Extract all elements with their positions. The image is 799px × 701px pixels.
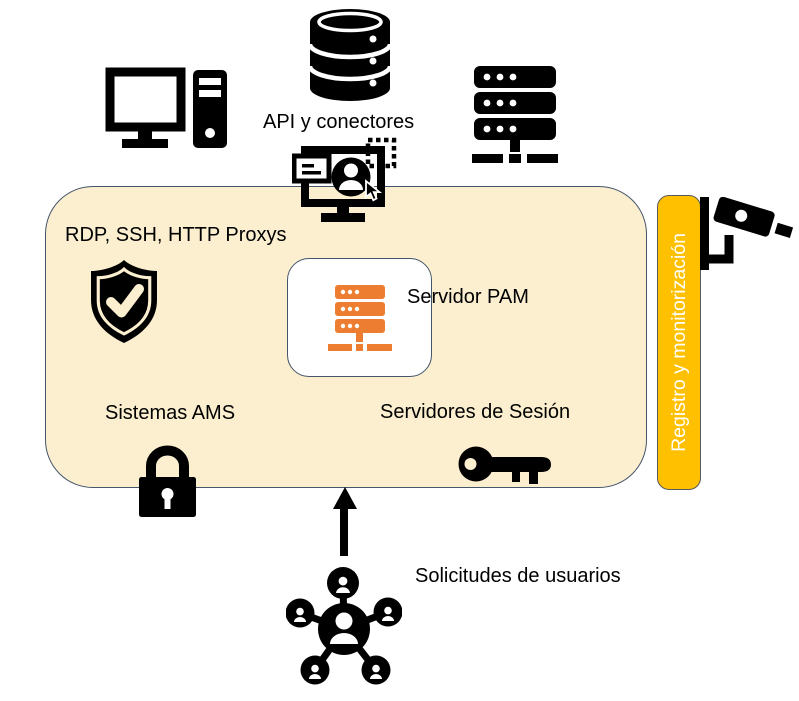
ams-systems-label: Sistemas AMS <box>105 402 236 424</box>
session-servers-label: Servidores de Sesión <box>380 401 571 423</box>
pam-server-box <box>287 258 432 377</box>
user-requests-label: Solicitudes de usuarios <box>415 565 621 587</box>
logging-monitoring-label: Registro y monitorización <box>667 233 690 452</box>
cctv-camera-icon <box>698 197 796 275</box>
up-arrow-icon <box>333 487 357 509</box>
key-icon <box>458 444 552 488</box>
users-network-icon <box>286 566 402 688</box>
monitor-user-access-icon <box>292 137 398 227</box>
up-arrow-shaft <box>340 508 348 556</box>
logging-monitoring-bar: Registro y monitorización <box>657 195 701 490</box>
api-connectors-label: API y conectores <box>263 111 415 133</box>
database-icon <box>308 6 392 104</box>
pam-server-label: Servidor PAM <box>407 286 529 308</box>
pam-server-icon <box>327 284 392 351</box>
proxys-label: RDP, SSH, HTTP Proxys <box>65 224 287 246</box>
shield-check-icon <box>88 258 160 344</box>
server-rack-icon <box>472 66 558 164</box>
desktop-computer-icon <box>105 66 230 148</box>
padlock-icon <box>139 441 196 517</box>
